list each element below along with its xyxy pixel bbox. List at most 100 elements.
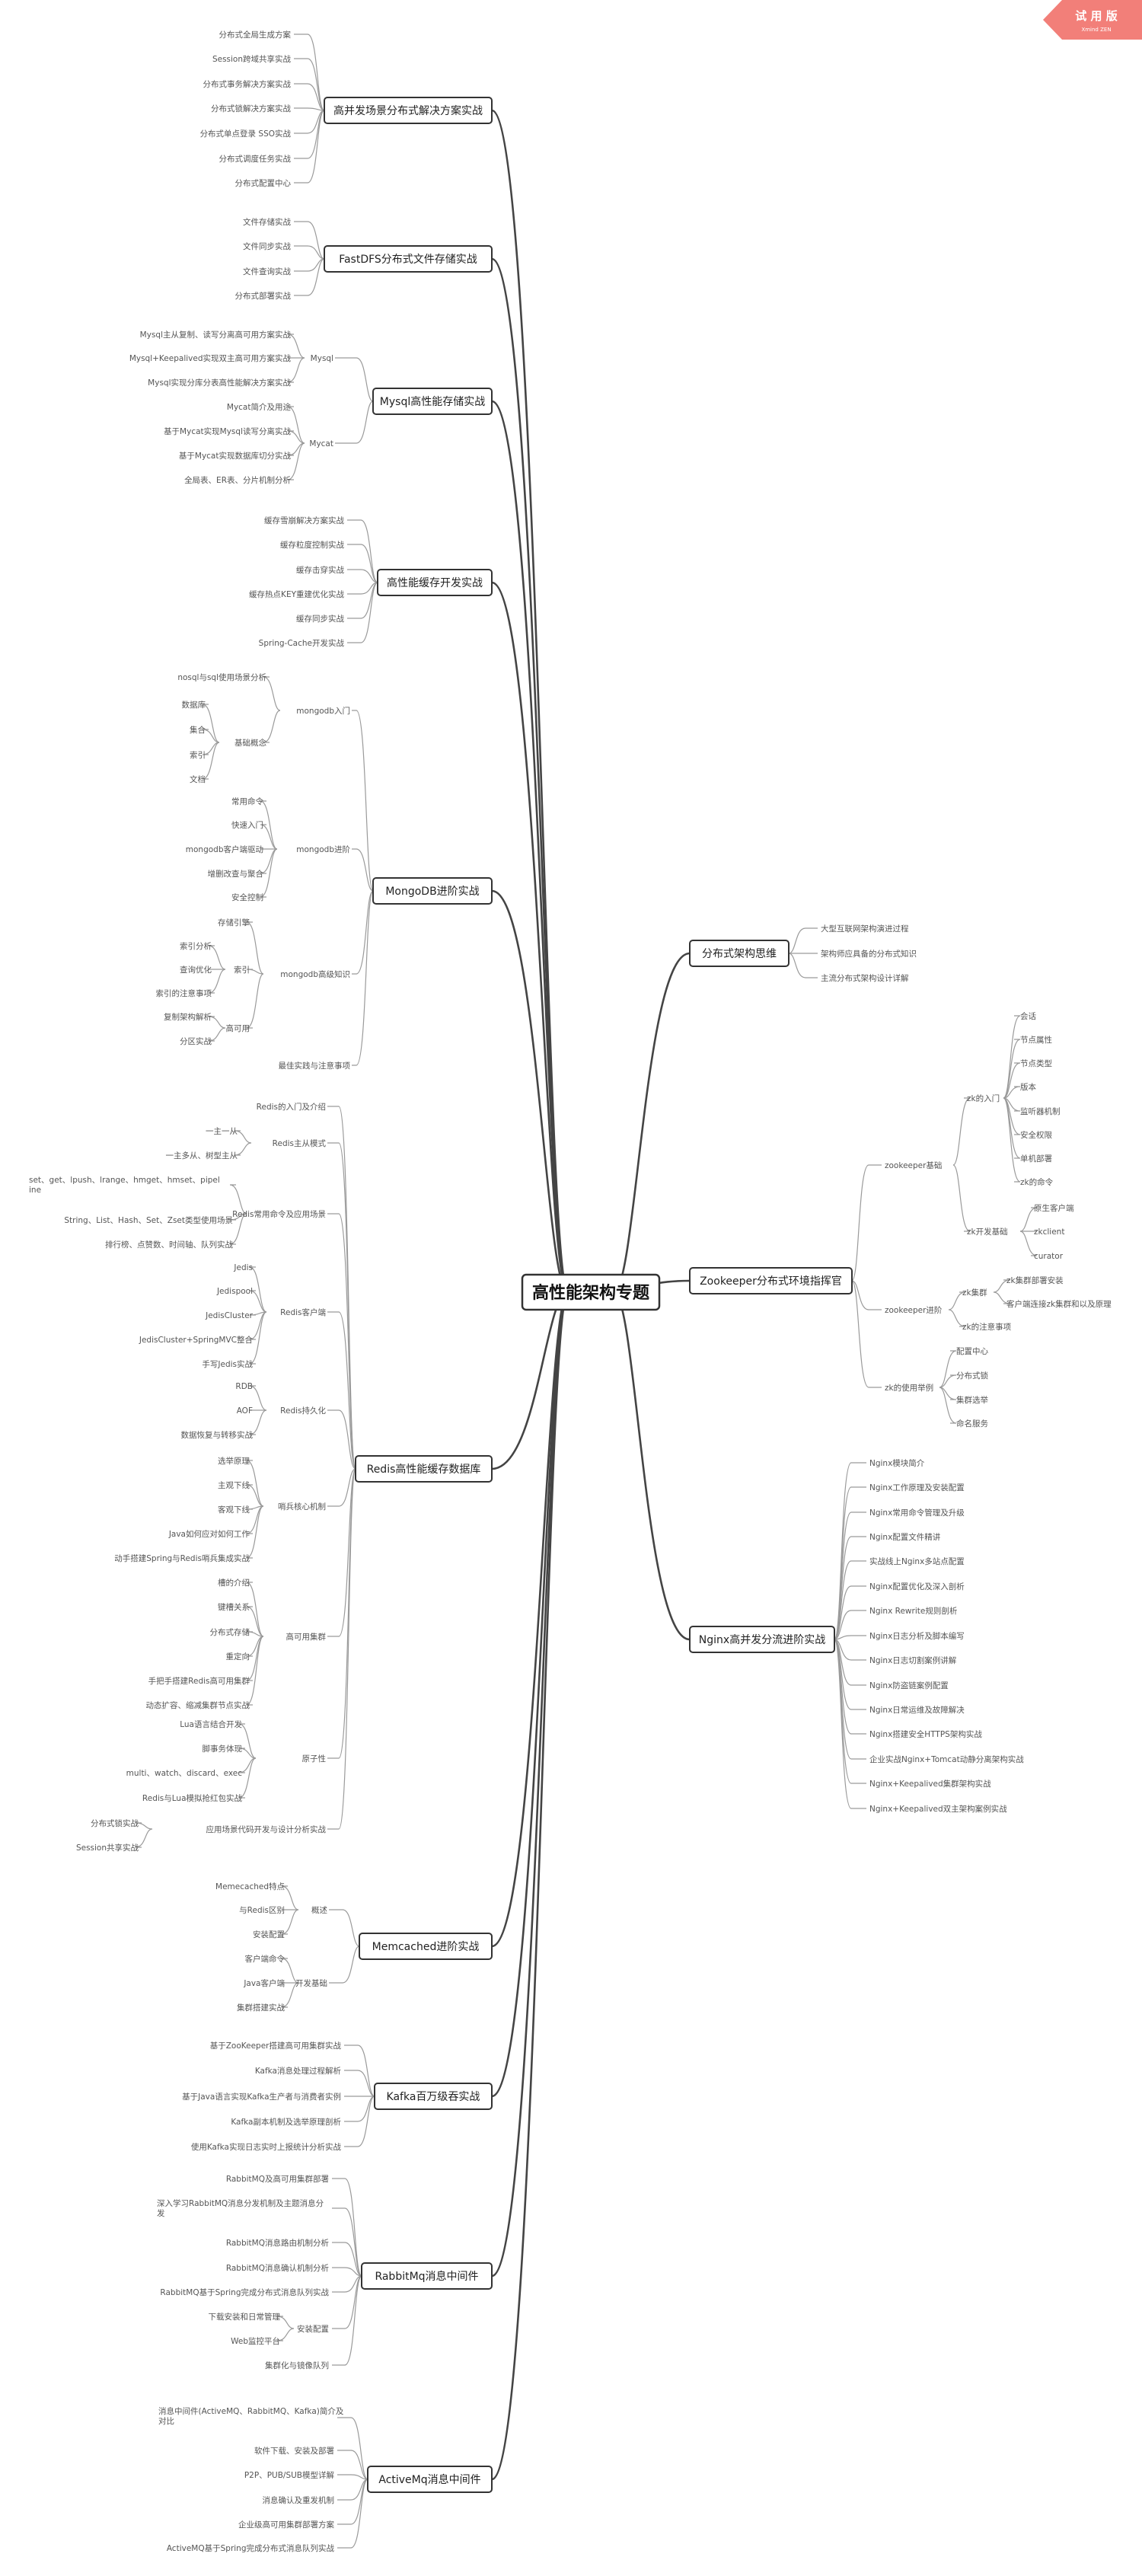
branch-3[interactable] bbox=[372, 388, 493, 415]
leaf-redis-client-4: 手写Jedis实战 bbox=[202, 1359, 253, 1369]
branch-5[interactable] bbox=[372, 877, 493, 905]
sub-node-rabbitmq-5: 安装配置 bbox=[297, 2324, 329, 2334]
leaf-redis-atomic-0: Lua语言结合开发 bbox=[180, 1719, 242, 1729]
right-branch-1[interactable] bbox=[689, 940, 790, 967]
branch-4[interactable] bbox=[377, 569, 493, 596]
leaf-redis-sentinel-3: Java如何应对如何工作 bbox=[168, 1529, 250, 1539]
trial-badge: 试 用 版 Xmind ZEN bbox=[1043, 0, 1142, 40]
leaf-redis-cluster-0: 槽的介绍 bbox=[218, 1578, 250, 1588]
connector bbox=[246, 1606, 264, 1637]
sub-node-redis-atomic: 原子性 bbox=[302, 1754, 327, 1764]
branch-8[interactable] bbox=[374, 2083, 493, 2110]
connector bbox=[347, 582, 378, 595]
branch-6-label: Redis高性能缓存数据库 bbox=[367, 1463, 481, 1476]
right-branch-2-label: Zookeeper分布式环境指挥官 bbox=[700, 1275, 842, 1288]
connector bbox=[834, 1585, 866, 1640]
trial-badge-title: 试 用 版 bbox=[1075, 9, 1117, 23]
sub-node-redis-intro: Redis的入门及介绍 bbox=[257, 1102, 326, 1112]
connector bbox=[246, 1460, 264, 1507]
branch-10[interactable] bbox=[367, 2466, 493, 2493]
sub-node-zk-advanced: zookeeper进阶 bbox=[885, 1305, 943, 1315]
leaf-item: 分布式全局生成方案 bbox=[219, 30, 292, 40]
connector bbox=[344, 2045, 375, 2097]
leaf-rabbitmq-0: RabbitMQ及高可用集群部署 bbox=[226, 2174, 329, 2184]
branch-7[interactable] bbox=[359, 1933, 493, 1960]
connector bbox=[287, 430, 305, 444]
connector bbox=[332, 2275, 362, 2293]
connector bbox=[246, 969, 264, 975]
sub-node-redis-master-slave: Redis主从模式 bbox=[273, 1138, 327, 1148]
leaf-zk-intro-0: 会话 bbox=[1020, 1011, 1037, 1021]
leaf-redis-sentinel-4: 动手搭建Spring与Redis哨兵集成实战 bbox=[114, 1553, 250, 1563]
leaf-item: 客户端命令 bbox=[245, 1954, 286, 1964]
connector bbox=[294, 34, 325, 111]
branch-5-label: MongoDB进阶实战 bbox=[385, 886, 479, 898]
leaf-index-0: 索引分析 bbox=[180, 941, 212, 951]
leaf-mycat: Mycat简介及用途 bbox=[227, 402, 292, 412]
branch-8-label: Kafka百万级吞实战 bbox=[387, 2091, 480, 2103]
leaf-nginx-11: Nginx搭建安全HTTPS架构实战 bbox=[869, 1729, 982, 1739]
leaf-redis-cluster-3: 重定向 bbox=[226, 1652, 250, 1661]
leaf-redis-cluster-4: 手把手搭建Redis高可用集群 bbox=[148, 1676, 250, 1686]
leaf-mongodb-adv-4: 安全控制 bbox=[231, 892, 263, 902]
leaf-item: 缓存同步实战 bbox=[296, 614, 344, 624]
connector bbox=[135, 1828, 153, 1848]
connector bbox=[327, 1468, 356, 1637]
connector bbox=[329, 1909, 360, 1947]
leaf-redis-atomic-1: 脚事务体现 bbox=[203, 1744, 243, 1754]
branch-1[interactable] bbox=[324, 97, 493, 124]
sub-node-mycat: Mycat bbox=[309, 439, 333, 448]
connector bbox=[294, 58, 325, 111]
leaf-memecached: Memecached特点 bbox=[215, 1882, 285, 1891]
leaf-redis-client-1: Jedispool bbox=[216, 1287, 253, 1296]
connector bbox=[834, 1639, 866, 1809]
right-branch-3[interactable] bbox=[689, 1626, 835, 1653]
leaf-session: Session跨域共享实战 bbox=[212, 54, 292, 64]
branch-10-label: ActiveMq消息中间件 bbox=[378, 2473, 480, 2486]
connector bbox=[344, 2070, 375, 2097]
branch-6[interactable] bbox=[355, 1455, 493, 1483]
connector bbox=[281, 1909, 299, 1935]
leaf-zk-intro-7: zk的命令 bbox=[1020, 1177, 1054, 1187]
connector bbox=[337, 2417, 368, 2480]
connector bbox=[1003, 1062, 1021, 1099]
connector bbox=[347, 544, 378, 583]
mindmap-nodes: 高性能架构专题高并发场景分布式解决方案实战FastDFS分布式文件存储实战Mys… bbox=[29, 30, 1112, 2553]
leaf-nginx-7: Nginx日志分析及脚本编写 bbox=[869, 1631, 965, 1641]
right-branch-2[interactable] bbox=[689, 1267, 853, 1294]
connector bbox=[249, 1311, 267, 1316]
connector bbox=[1003, 1039, 1021, 1099]
leaf-nginx-13: Nginx+Keepalived集群架构实战 bbox=[869, 1779, 991, 1789]
branch-9[interactable] bbox=[361, 2262, 493, 2290]
branch-7-label: Memcached进阶实战 bbox=[372, 1941, 480, 1953]
connector bbox=[202, 729, 220, 743]
connector bbox=[344, 2096, 375, 2147]
leaf-redis-persistence-2: 数据恢复与转移实战 bbox=[181, 1430, 254, 1440]
leaf-item: 缓存击穿实战 bbox=[296, 565, 344, 575]
leaf-redis-scenarios-1: Session共享实战 bbox=[76, 1843, 139, 1853]
connector bbox=[332, 2267, 362, 2277]
connector bbox=[337, 2479, 368, 2549]
connector bbox=[851, 1164, 882, 1282]
connector bbox=[249, 1409, 267, 1435]
connector bbox=[1003, 1015, 1021, 1099]
leaf-zk-usage-3: 命名服务 bbox=[956, 1419, 988, 1428]
branch-2[interactable] bbox=[324, 245, 493, 273]
leaf-nginx-0: Nginx模块简介 bbox=[869, 1458, 925, 1468]
leaf-zk-usage-1: 分布式锁 bbox=[956, 1371, 988, 1381]
connector bbox=[246, 921, 264, 975]
sub-node-mongodb-advanced: mongodb进阶 bbox=[296, 844, 350, 854]
root-node[interactable] bbox=[521, 1273, 661, 1311]
branch-3-label: Mysql高性能存储实战 bbox=[380, 395, 485, 408]
sub-node-mongodb-intro: mongodb入门 bbox=[296, 706, 350, 716]
leaf-mongodb-adv-0: 常用命令 bbox=[231, 796, 263, 806]
leaf-nginx-9: Nginx防盗链案例配置 bbox=[869, 1681, 949, 1690]
sub-node-redis-sentinel: 哨兵核心机制 bbox=[278, 1502, 326, 1511]
leaf-item: 消息确认及重发机制 bbox=[263, 2495, 335, 2505]
leaf-item: 缓存粒度控制实战 bbox=[280, 540, 344, 550]
leaf-redis-sentinel-1: 主观下线 bbox=[218, 1480, 250, 1490]
sub-node-redis-scenarios: 应用场景代码开发与设计分析实战 bbox=[206, 1824, 327, 1834]
connector bbox=[249, 1385, 267, 1411]
connector bbox=[329, 1946, 360, 1984]
